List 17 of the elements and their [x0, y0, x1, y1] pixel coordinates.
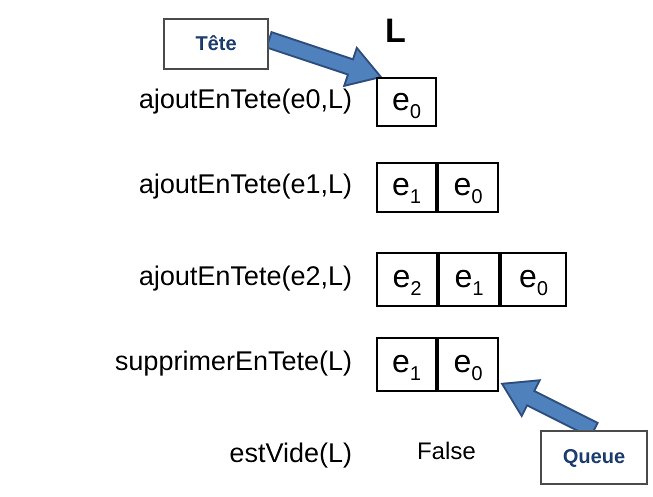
label-box: Tête: [163, 18, 269, 70]
operation-label: supprimerEnTete(L): [114, 346, 352, 377]
operation-label: ajoutEnTete(e0,L): [138, 84, 352, 115]
list-cell: e$_{0}$: [437, 162, 499, 213]
operation-label: estVide(L): [229, 438, 352, 469]
list-cell: e$_{0}$: [500, 252, 567, 307]
label-box: Queue: [540, 430, 648, 485]
operation-label: ajoutEnTete(e1,L): [138, 169, 352, 200]
list-cell: e$_{2}$: [376, 252, 438, 307]
result-label: False: [417, 438, 476, 466]
list-cell: e$_{1}$: [376, 337, 437, 392]
list-cell: e$_{1}$: [376, 162, 437, 213]
list-cell: e$_{0}$: [376, 77, 437, 127]
list-name: L: [385, 12, 406, 51]
operation-label: ajoutEnTete(e2,L): [138, 261, 352, 292]
list-cell: e$_{1}$: [438, 252, 500, 307]
list-cell: e$_{0}$: [437, 337, 499, 392]
